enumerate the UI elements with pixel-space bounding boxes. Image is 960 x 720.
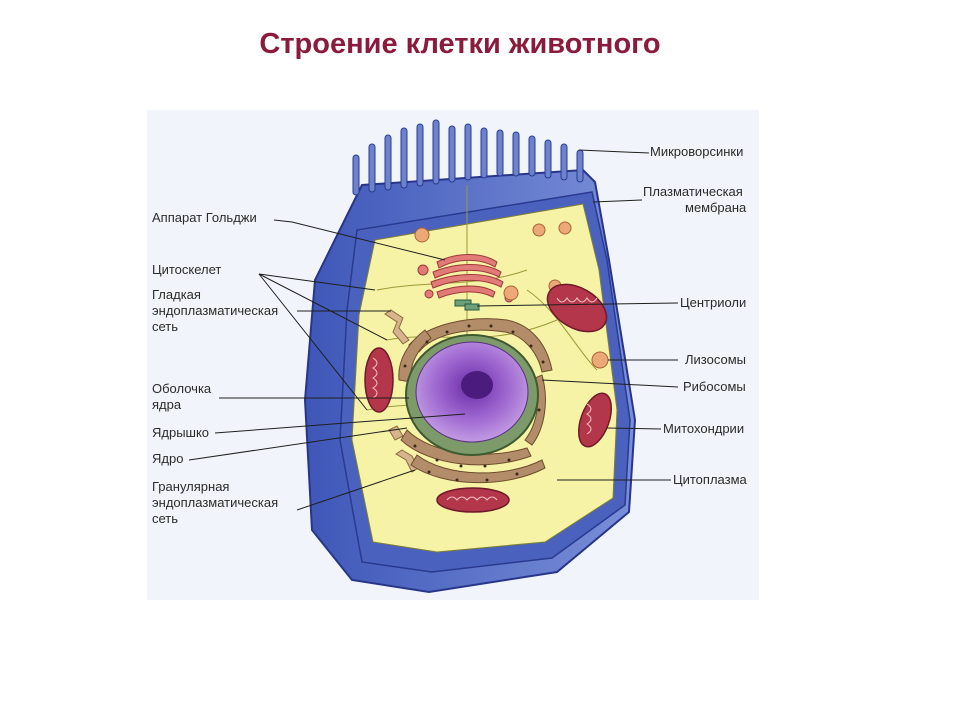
label-nuclear-envelope-2: ядра [152,397,182,412]
ribosome-dots [403,324,545,482]
label-plasma-membrane-1: Плазматическая [643,184,743,199]
cell-diagram: Аппарат Гольджи Цитоскелет Гладкая эндоп… [152,119,748,594]
label-cytoskeleton: Цитоскелет [152,262,221,277]
label-cytoplasm: Цитоплазма [673,472,748,487]
diagram-panel: Аппарат Гольджи Цитоскелет Гладкая эндоп… [147,110,759,600]
label-smooth-er-1: Гладкая [152,287,201,302]
label-lysosomes: Лизосомы [685,352,746,367]
label-nucleus: Ядро [152,451,183,466]
label-nuclear-envelope-1: Оболочка [152,381,212,396]
label-ribosomes: Рибосомы [683,379,746,394]
label-golgi: Аппарат Гольджи [152,210,257,225]
label-centrioles: Центриоли [680,295,746,310]
nucleolus [461,371,493,399]
slide-title: Строение клетки животного [259,28,661,60]
label-mitochondria: Митохондрии [663,421,744,436]
label-rough-er-3: сеть [152,511,178,526]
label-plasma-membrane-2: мембрана [685,200,747,215]
label-nucleolus: Ядрышко [152,425,209,440]
mitochondria [364,283,613,513]
label-rough-er-2: эндоплазматическая [152,495,278,510]
label-smooth-er-3: сеть [152,319,178,334]
golgi-apparatus [417,254,514,303]
label-rough-er-1: Гранулярная [152,479,229,494]
mitochondria-cristae [372,297,598,501]
microvilli [352,119,584,196]
rough-er [398,318,553,484]
label-smooth-er-2: эндоплазматическая [152,303,278,318]
left-leader-lines [188,219,466,511]
right-leader-lines [476,149,679,481]
centrioles [454,299,480,311]
label-microvilli: Микроворсинки [650,144,743,159]
